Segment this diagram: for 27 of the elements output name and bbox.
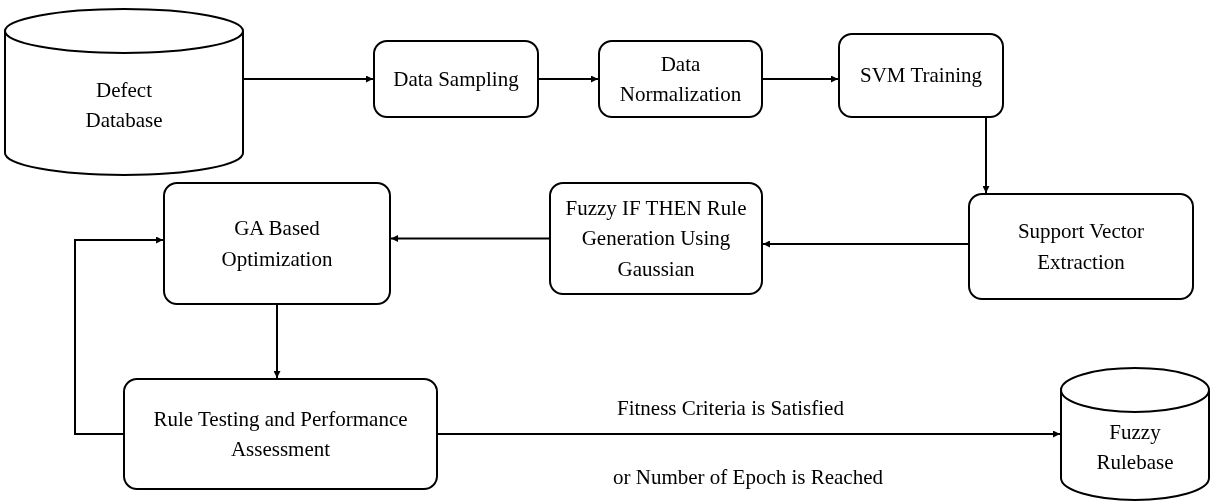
process-box [968,193,1194,300]
node-label: GA Based Optimization [220,215,334,273]
arrow [982,117,990,194]
process-box [598,40,763,118]
node-label: SVM Training [859,62,983,90]
node-label: Support Vector Extraction [1016,218,1146,276]
process-box [163,182,391,305]
arrow [74,236,164,435]
database-cylinder [1060,367,1210,501]
node-label: Rule Testing and Performance Assessment [152,405,409,463]
process-box [549,182,763,295]
arrow [762,240,969,248]
arrow [437,430,1061,438]
arrow [390,235,550,242]
database-cylinder [4,8,244,176]
node-label: Data Sampling [392,65,520,93]
arrow [538,75,599,83]
arrow [762,75,839,83]
process-box [123,378,438,490]
arrow [273,304,281,379]
arrow [243,75,374,83]
node-label: Fuzzy Rulebase [1095,418,1175,476]
process-box [838,33,1004,118]
node-label: Data Normalization [618,50,743,108]
node-label: Defect Database [84,76,164,134]
node-label: Fuzzy IF THEN Rule Generation Using Gaussian [564,194,748,283]
process-box [373,40,539,118]
